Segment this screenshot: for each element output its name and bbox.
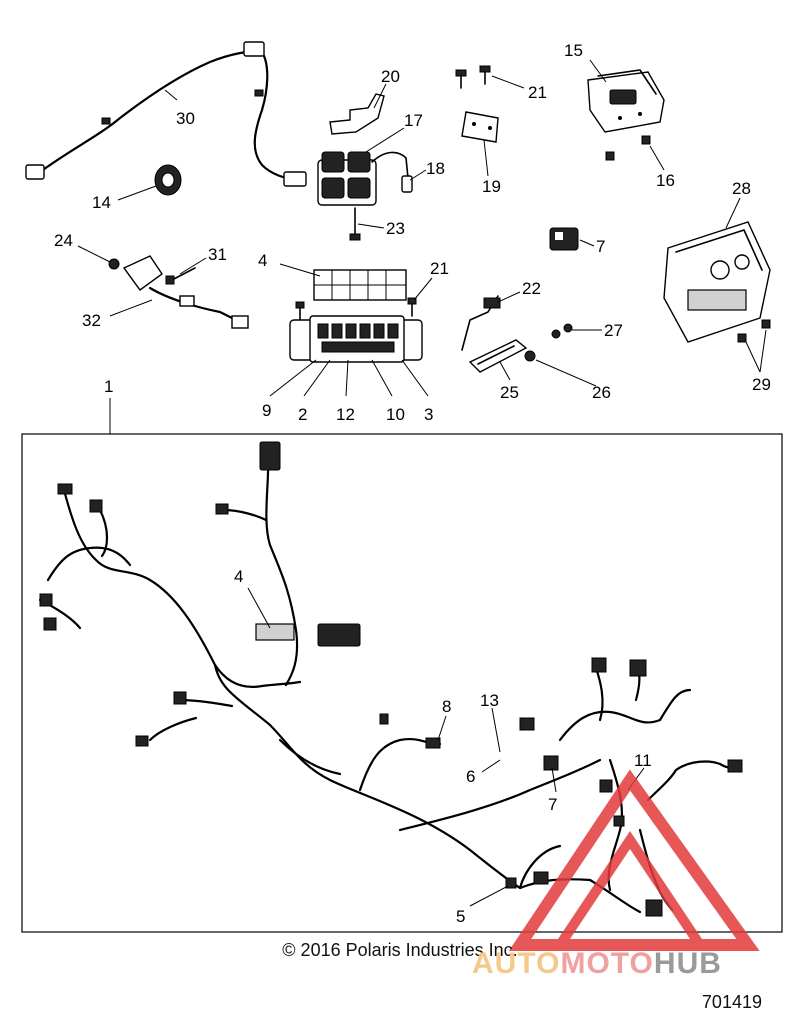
- watermark-text: AUTOMOTOHUB: [472, 947, 722, 981]
- callout-16: 16: [656, 171, 675, 190]
- part-20-bracket: [329, 93, 385, 135]
- callout-4-harness: 4: [234, 567, 243, 586]
- part-18-sensor: [371, 151, 413, 193]
- callout-21-mid: 21: [430, 259, 449, 278]
- callout-22: 22: [522, 279, 541, 298]
- callout-15: 15: [564, 41, 583, 60]
- watermark-part-hub: HUB: [653, 947, 722, 980]
- callout-6: 6: [466, 767, 475, 786]
- callout-2: 2: [298, 405, 307, 424]
- callout-19: 19: [482, 177, 501, 196]
- callout-7-top: 7: [596, 237, 605, 256]
- copyright-text: © 2016 Polaris Industries Inc.: [282, 940, 518, 960]
- callout-26: 26: [592, 383, 611, 402]
- watermark-part-moto: MOTO: [560, 947, 654, 980]
- part-14-grommet: [154, 164, 182, 196]
- part-21-screws-top: [455, 65, 491, 89]
- callout-4-top: 4: [258, 251, 267, 270]
- part-32-relay: [122, 255, 249, 329]
- watermark-part-auto: AUTO: [472, 947, 561, 980]
- part-19-plate: [461, 111, 499, 143]
- part-7-connector-top: [549, 227, 579, 251]
- part-4-fuse-label: [313, 269, 407, 301]
- part-26-nut: [524, 350, 536, 362]
- part-15-module: [587, 69, 665, 133]
- fuse-box: [289, 315, 423, 363]
- part-22-sensor: [461, 295, 501, 351]
- leader-lines-top: [77, 59, 767, 397]
- part-25-pad: [468, 339, 528, 373]
- callout-29: 29: [752, 375, 771, 394]
- callout-9: 9: [262, 401, 271, 420]
- part-23-bolt: [349, 207, 361, 241]
- callout-24: 24: [54, 231, 73, 250]
- callout-3: 3: [424, 405, 433, 424]
- callout-11: 11: [634, 751, 652, 770]
- part-16-screws: [605, 135, 651, 161]
- callout-21-top: 21: [528, 83, 547, 102]
- callout-5: 5: [456, 907, 465, 926]
- callout-20: 20: [381, 67, 400, 86]
- part-29-screws: [737, 319, 771, 343]
- callout-13: 13: [480, 691, 499, 710]
- callout-7-harness: 7: [548, 795, 557, 814]
- callout-31: 31: [208, 245, 227, 264]
- callout-17: 17: [404, 111, 423, 130]
- callout-27: 27: [604, 321, 623, 340]
- part-24-nut: [108, 258, 120, 270]
- part-21-screws-mid: [295, 297, 417, 321]
- callout-10: 10: [386, 405, 405, 424]
- part-31-bolt: [165, 267, 196, 285]
- callout-23: 23: [386, 219, 405, 238]
- main-harness-frame: [21, 433, 783, 933]
- callout-18: 18: [426, 159, 445, 178]
- part-27-nuts: [551, 323, 573, 339]
- callouts-top: 30 14 20 17 18 23 21 19 15 16 7 28 29 24…: [54, 41, 771, 424]
- callout-14: 14: [92, 193, 111, 212]
- watermark-logo: [508, 769, 760, 951]
- callout-25: 25: [500, 383, 519, 402]
- callout-32: 32: [82, 311, 101, 330]
- part-30-harness: [25, 41, 307, 187]
- part-28-ecu: [663, 221, 771, 343]
- callout-12: 12: [336, 405, 355, 424]
- callout-30: 30: [176, 109, 195, 128]
- callouts-harness: 4 8 13 6 7 11 5: [234, 567, 652, 926]
- callout-1: 1: [104, 377, 113, 396]
- diagram-number: 701419: [701, 992, 762, 1012]
- callout-28: 28: [732, 179, 751, 198]
- callout-8: 8: [442, 697, 451, 716]
- part-17-relay: [317, 151, 377, 206]
